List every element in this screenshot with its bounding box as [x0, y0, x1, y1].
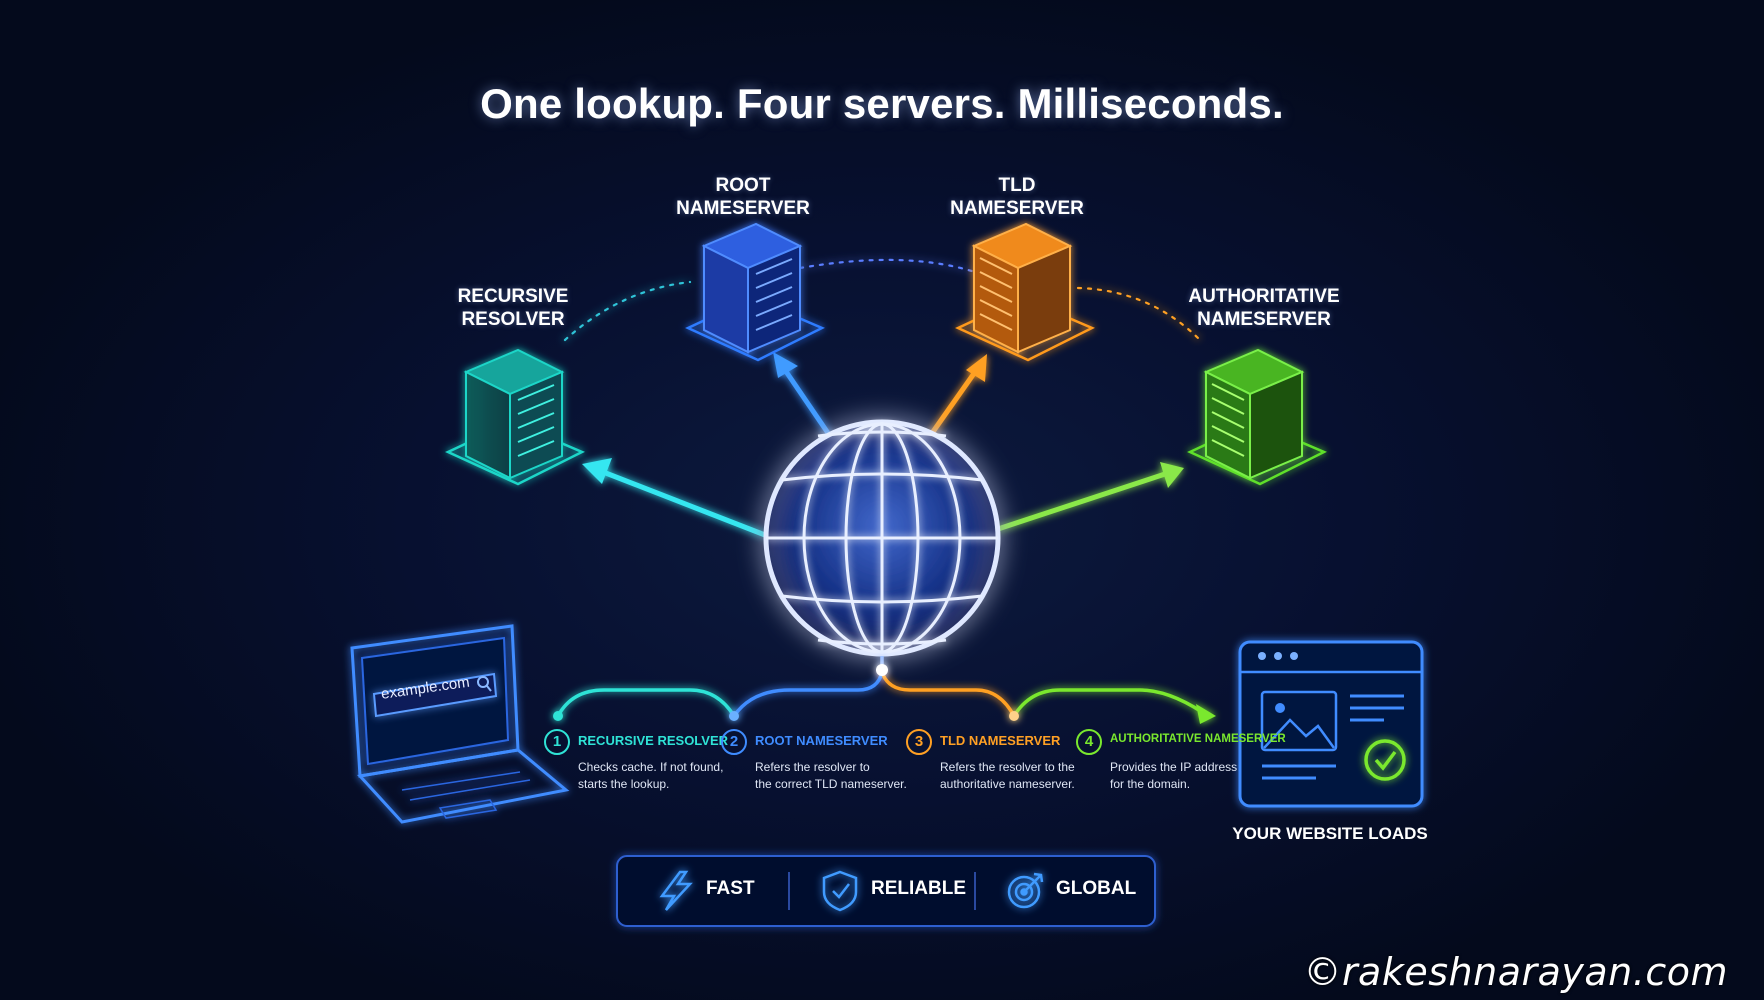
step-name: TLD NAMESERVER — [940, 733, 1061, 748]
arrow-to-recursive — [582, 458, 766, 538]
features-bar — [616, 855, 1156, 927]
target-icon — [1007, 872, 1044, 909]
step-description: Refers the resolver to the correct TLD n… — [755, 759, 915, 793]
flow-nodes — [553, 664, 1019, 721]
arrow-to-tld — [927, 354, 987, 438]
step-description-line2: authoritative nameserver. — [940, 777, 1075, 791]
root-nameserver-label-line2: NAMESERVER — [676, 198, 810, 219]
step-description-line2: for the domain. — [1110, 777, 1191, 791]
step-description-line1: Provides the IP address — [1110, 760, 1238, 774]
step-description: Checks cache. If not found, starts the l… — [578, 759, 738, 793]
feature-global-label: GLOBAL — [1056, 878, 1137, 899]
shield-icon — [822, 870, 858, 912]
step-description-line2: the correct TLD nameserver. — [755, 777, 907, 791]
step-number-4: 4 — [1076, 729, 1102, 755]
tld-nameserver-label: TLD NAMESERVER — [907, 174, 1127, 220]
recursive-resolver-label-line2: RESOLVER — [461, 309, 565, 330]
recursive-resolver-label-line1: RECURSIVE — [457, 286, 569, 307]
copyright-watermark: ©rakeshnarayan.com — [1303, 950, 1728, 994]
step-number-3: 3 — [906, 729, 932, 755]
dotted-connection-arcs — [563, 258, 1202, 342]
page-title: One lookup. Four servers. Milliseconds. — [480, 80, 1284, 127]
browser-search-bar — [372, 672, 498, 718]
tld-nameserver-server — [955, 222, 1095, 362]
lookup-flow-line — [556, 656, 1216, 724]
root-nameserver-label: ROOT NAMESERVER — [633, 174, 853, 220]
step-description-line1: Refers the resolver to — [755, 760, 870, 774]
root-nameserver-server — [685, 222, 825, 362]
step-description-line1: Checks cache. If not found, — [578, 760, 724, 774]
step-description: Provides the IP address for the domain. — [1110, 759, 1270, 793]
globe-icon — [763, 419, 1001, 657]
arrow-to-authoritative — [994, 462, 1184, 533]
checkmark-icon — [1364, 739, 1406, 781]
feature-fast-label: FAST — [706, 878, 755, 899]
authoritative-nameserver-label-line1: AUTHORITATIVE — [1188, 286, 1340, 307]
authoritative-nameserver-server — [1187, 348, 1327, 486]
step-description: Refers the resolver to the authoritative… — [940, 759, 1100, 793]
lightning-icon — [659, 870, 693, 911]
authoritative-nameserver-label: AUTHORITATIVE NAMESERVER — [1154, 285, 1374, 331]
recursive-resolver-server — [445, 348, 585, 486]
step-name: ROOT NAMESERVER — [755, 733, 888, 748]
step-number-1: 1 — [544, 729, 570, 755]
website-window-icon — [1238, 640, 1424, 808]
step-description-line1: Refers the resolver to the — [940, 760, 1075, 774]
tld-nameserver-label-line1: TLD — [998, 175, 1036, 196]
step-name: RECURSIVE RESOLVER — [578, 733, 729, 748]
authoritative-nameserver-label-line2: NAMESERVER — [1197, 309, 1331, 330]
tld-nameserver-label-line2: NAMESERVER — [950, 198, 1084, 219]
search-icon — [477, 676, 492, 692]
website-loads-label: YOUR WEBSITE LOADS — [1232, 824, 1428, 843]
laptop-icon — [350, 624, 570, 824]
arrow-to-root — [773, 352, 833, 438]
step-number-2: 2 — [721, 729, 747, 755]
root-nameserver-label-line1: ROOT — [715, 175, 771, 196]
step-description-line2: starts the lookup. — [578, 777, 670, 791]
recursive-resolver-label: RECURSIVE RESOLVER — [403, 285, 623, 331]
feature-reliable-label: RELIABLE — [871, 878, 966, 899]
step-name: AUTHORITATIVE NAMESERVER — [1110, 733, 1286, 745]
